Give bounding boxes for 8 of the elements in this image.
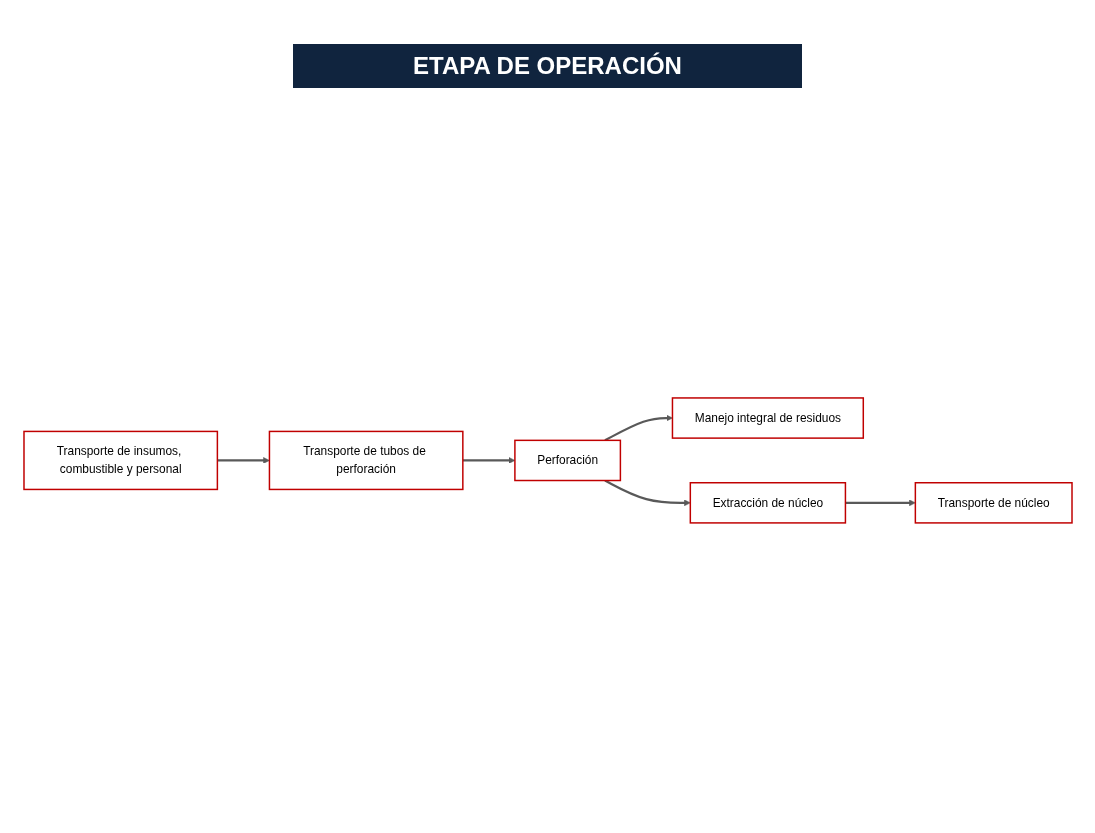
node-box: Extracción de núcleo <box>689 482 846 524</box>
node-box: Transporte de núcleo <box>914 482 1073 524</box>
arrow <box>462 457 515 464</box>
node-box: Transporte de insumos, combustible y personal <box>22 430 218 491</box>
title-banner: ETAPA DE OPERACIÓN <box>293 44 802 88</box>
node-box: Transporte de tubos de perforación <box>268 430 464 491</box>
node-box: Perforación <box>513 439 621 482</box>
node-box: Manejo integral de residuos <box>671 397 864 439</box>
